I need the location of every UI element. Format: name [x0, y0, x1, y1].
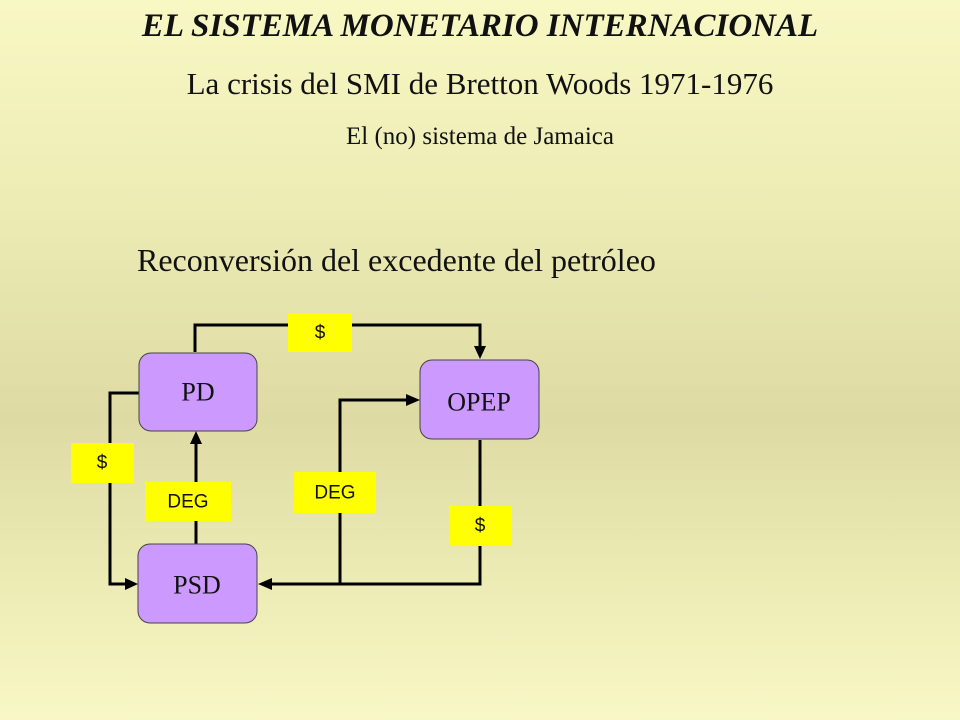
slide-title: EL SISTEMA MONETARIO INTERNACIONAL — [141, 8, 819, 44]
flow-label-pd-opep: $ — [288, 313, 352, 352]
flow-label-psd-opep-text: DEG — [314, 483, 355, 504]
node-pd: PD — [138, 352, 258, 432]
flow-label-psd-opep: DEG — [294, 472, 376, 513]
arrowhead-psd-right — [258, 578, 272, 590]
node-psd: PSD — [137, 543, 258, 624]
flow-label-opep-psd-text: $ — [475, 516, 486, 537]
node-opep: OPEP — [419, 359, 540, 440]
flow-label-pd-psd-text: $ — [97, 453, 108, 474]
node-psd-label: PSD — [173, 571, 221, 600]
flow-label-pd-psd: $ — [71, 443, 134, 483]
section-heading: Reconversión del excedente del petróleo — [137, 242, 656, 278]
flow-label-psd-pd-text: DEG — [167, 492, 208, 513]
slide-subsubtitle: El (no) sistema de Jamaica — [346, 123, 614, 150]
flow-label-pd-opep-text: $ — [315, 323, 326, 344]
slide-subtitle: La crisis del SMI de Bretton Woods 1971-… — [186, 66, 774, 101]
arrowhead-psd-left — [125, 578, 138, 590]
flow-label-psd-pd: DEG — [145, 482, 231, 521]
node-pd-label: PD — [181, 378, 214, 407]
arrowhead-opep-top — [474, 346, 486, 359]
arrowhead-pd-bottom — [190, 431, 202, 444]
connector-pd-psd — [108, 391, 139, 586]
connector-psd-opep — [338, 398, 408, 584]
flow-label-opep-psd: $ — [449, 506, 512, 546]
node-opep-label: OPEP — [447, 388, 511, 417]
arrowhead-opep-left — [406, 394, 420, 406]
connector-opep-psd — [270, 440, 482, 586]
